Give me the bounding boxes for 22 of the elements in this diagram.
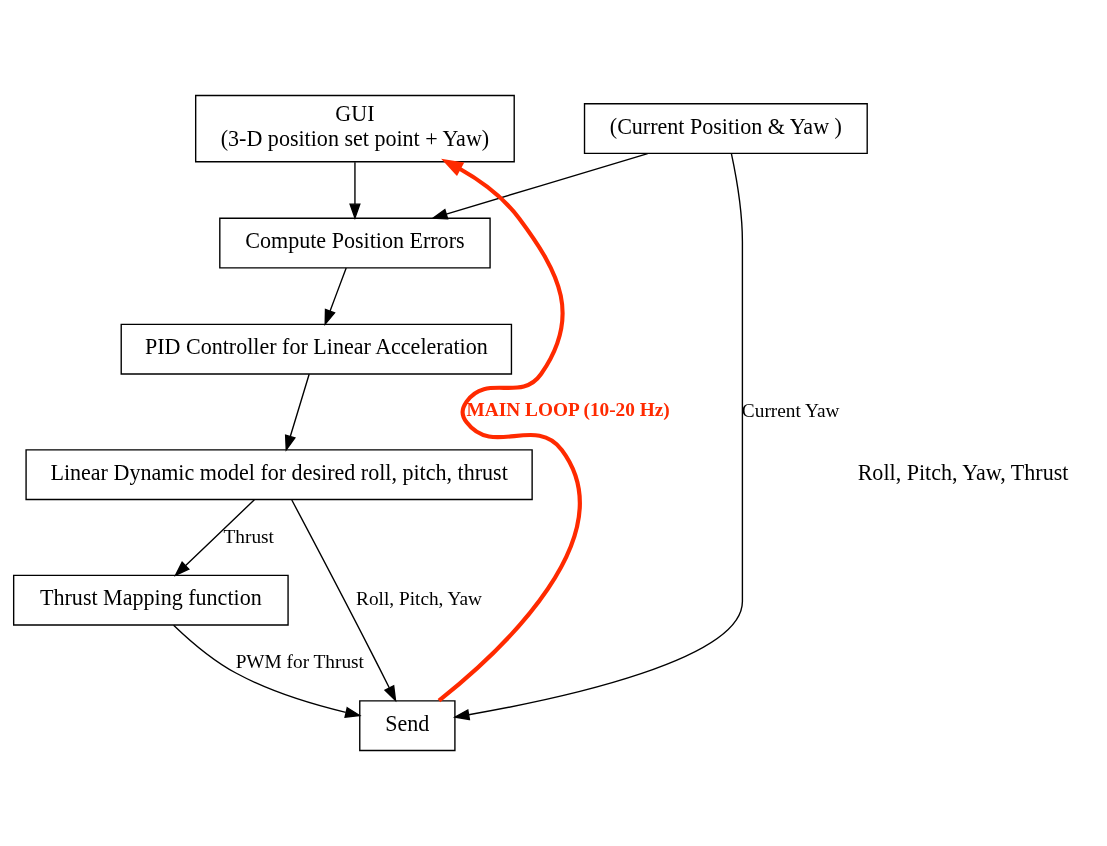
arrow xyxy=(284,373,310,452)
edge-label: Current Yaw xyxy=(741,400,840,422)
arrow xyxy=(172,624,362,718)
arrow xyxy=(324,267,347,327)
arrow xyxy=(291,499,397,703)
arrow xyxy=(174,499,256,577)
label: Roll, Pitch, Yaw, Thrust xyxy=(857,459,1069,485)
edge-label: Thrust xyxy=(223,525,274,547)
node-box: Linear Dynamic model for desired roll, pitch, thrust xyxy=(25,449,533,501)
arrow xyxy=(452,153,744,721)
node-box: (Current Position & Yaw ) xyxy=(583,103,868,155)
node-box: PID Controller for Linear Acceleration xyxy=(120,323,513,375)
node-box: Compute Position Errors xyxy=(219,217,491,269)
node-box: Thrust Mapping function xyxy=(13,574,289,626)
edge-label: Roll, Pitch, Yaw xyxy=(356,588,483,610)
edge-label: MAIN LOOP (10-20 Hz) xyxy=(466,398,670,420)
edge-label: PWM for Thrust xyxy=(235,651,364,673)
arrow xyxy=(431,152,649,220)
node-box: GUI (3-D position set point + Yaw) xyxy=(195,94,515,163)
arrow xyxy=(437,158,582,703)
node-box: Send xyxy=(359,700,456,752)
arrow xyxy=(349,161,361,221)
